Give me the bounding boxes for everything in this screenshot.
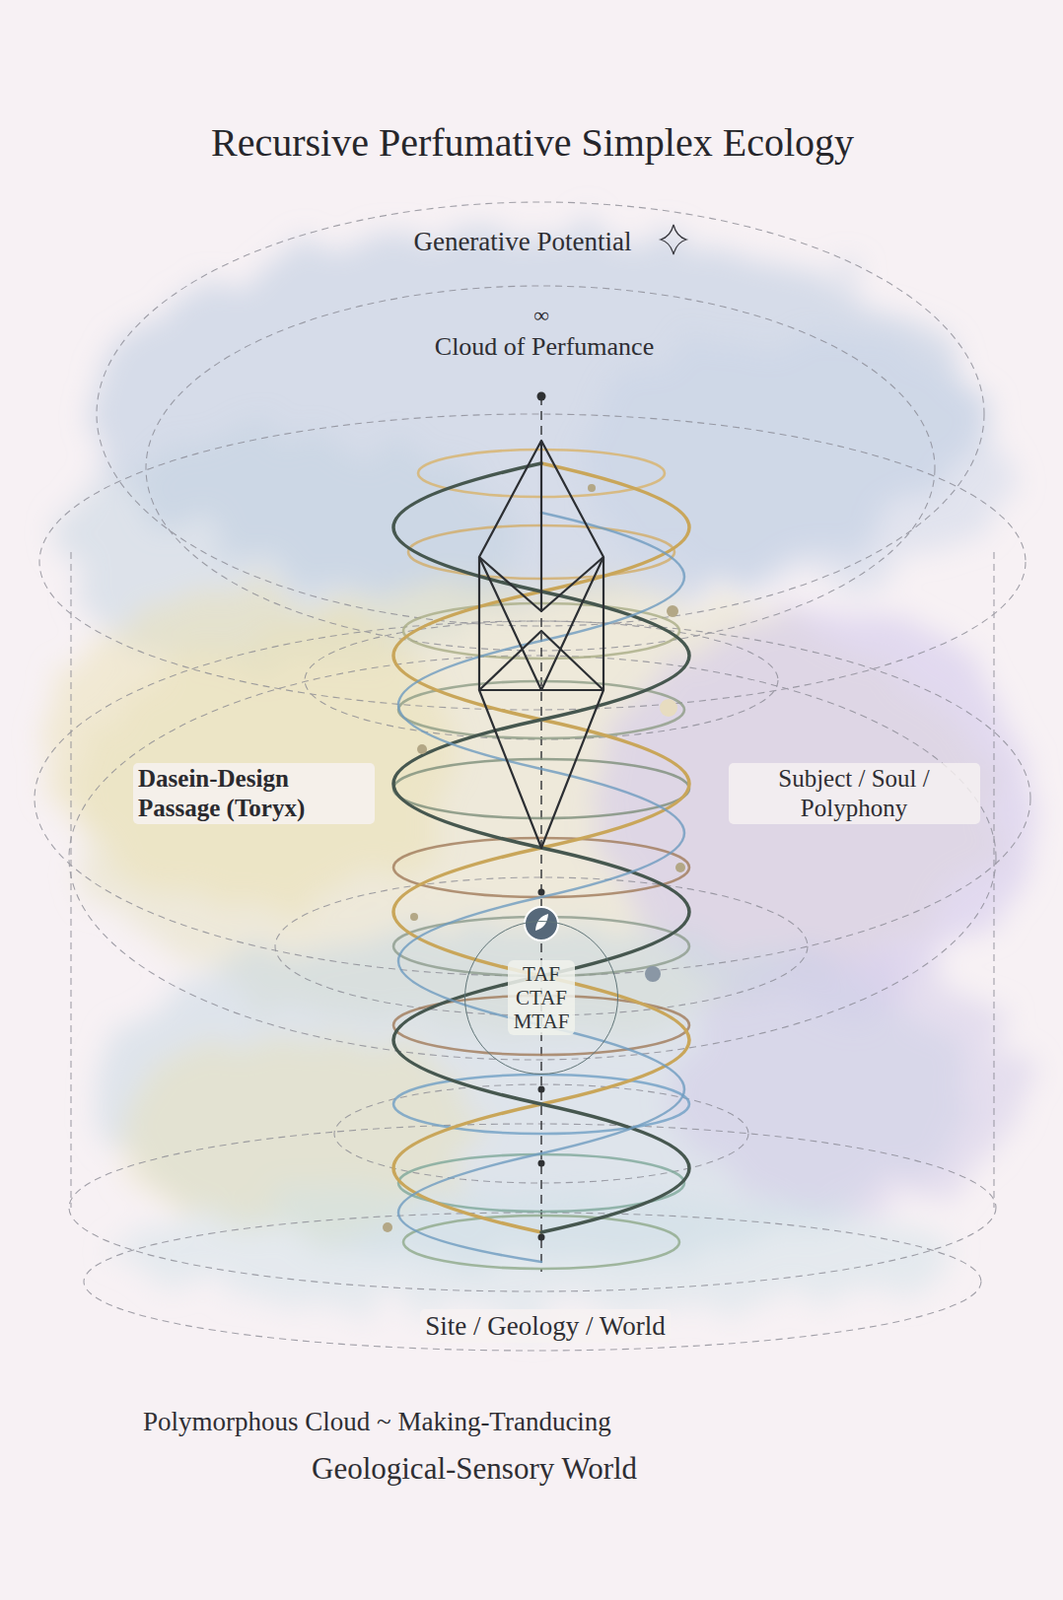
side-label: Dasein-Design Passage (Toryx) <box>133 763 375 825</box>
simplex-solid <box>479 440 604 849</box>
infinity-symbol: ∞ <box>528 301 555 330</box>
sparkle-star <box>660 224 687 255</box>
dashed-envelope <box>34 202 1031 1351</box>
node-text: TAF CTAF MTAF <box>507 960 576 1036</box>
axis <box>540 396 543 1273</box>
center-circle: TAF CTAF MTAF <box>464 921 619 1075</box>
caption: Polymorphous Cloud ~ Making-Tranducing <box>138 1405 617 1439</box>
region-label: Site / Geology / World <box>420 1309 670 1344</box>
diagram-title: Recursive Perfumative Simplex Ecology <box>206 118 859 168</box>
center-icon <box>524 907 559 941</box>
side-label: Subject / Soul / Polyphony <box>728 763 981 825</box>
caption-line: Geological-Sensory World <box>306 1449 642 1489</box>
region-label: Generative Potential <box>408 224 637 259</box>
orbit-dot <box>382 484 686 1233</box>
region-label: Cloud of Perfumance <box>429 330 659 363</box>
watercolor-cloud <box>39 226 1036 1312</box>
axis-dot <box>537 392 547 1242</box>
